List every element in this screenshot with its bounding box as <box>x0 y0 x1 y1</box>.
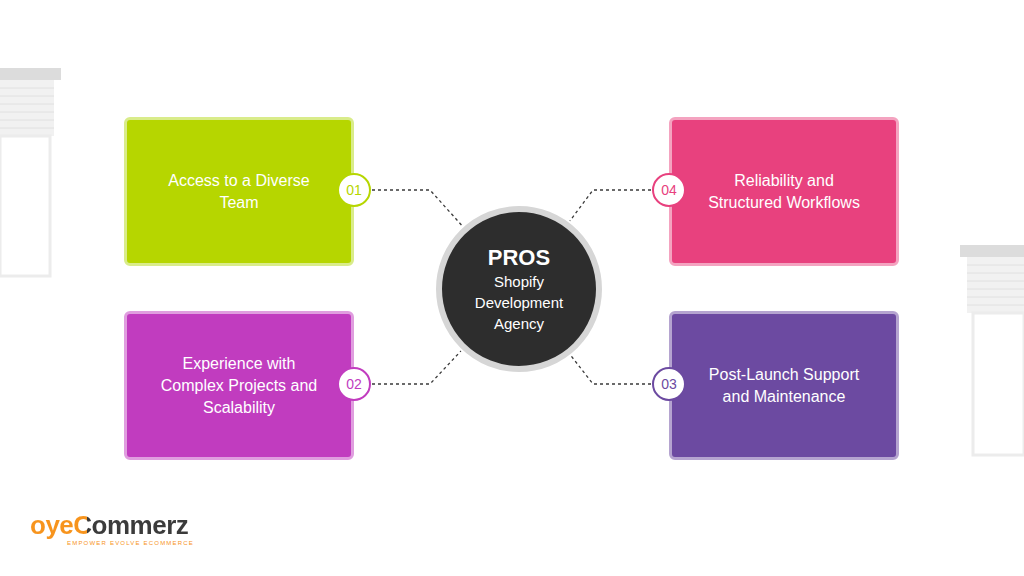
center-circle: PROSShopify Development Agency <box>436 206 602 372</box>
right-blind <box>960 245 1024 455</box>
callout-number: 02 <box>337 367 371 401</box>
callout-number: 01 <box>337 173 371 207</box>
box-label: Post-Launch Support and Maintenance <box>698 364 870 408</box>
pro-box: Access to a Diverse Team <box>124 117 354 266</box>
callout-number: 03 <box>652 367 686 401</box>
callout-number: 04 <box>652 173 686 207</box>
left-blind <box>0 68 61 276</box>
hub-subtitle: Shopify Development Agency <box>463 271 575 334</box>
box-label: Access to a Diverse Team <box>153 170 325 214</box>
brand-tagline: EMPOWER EVOLVE ECOMMERCE <box>67 540 194 546</box>
pro-box: Post-Launch Support and Maintenance <box>669 311 899 460</box>
brand-logo: oyeCommerz <box>30 510 188 541</box>
hub-heading: PROS <box>488 245 550 271</box>
box-label: Reliability and Structured Workflows <box>698 170 870 214</box>
dotted-connector <box>354 190 462 226</box>
pro-box: Reliability and Structured Workflows <box>669 117 899 266</box>
box-label: Experience with Complex Projects and Sca… <box>153 353 325 419</box>
pro-box: Experience with Complex Projects and Sca… <box>124 311 354 460</box>
